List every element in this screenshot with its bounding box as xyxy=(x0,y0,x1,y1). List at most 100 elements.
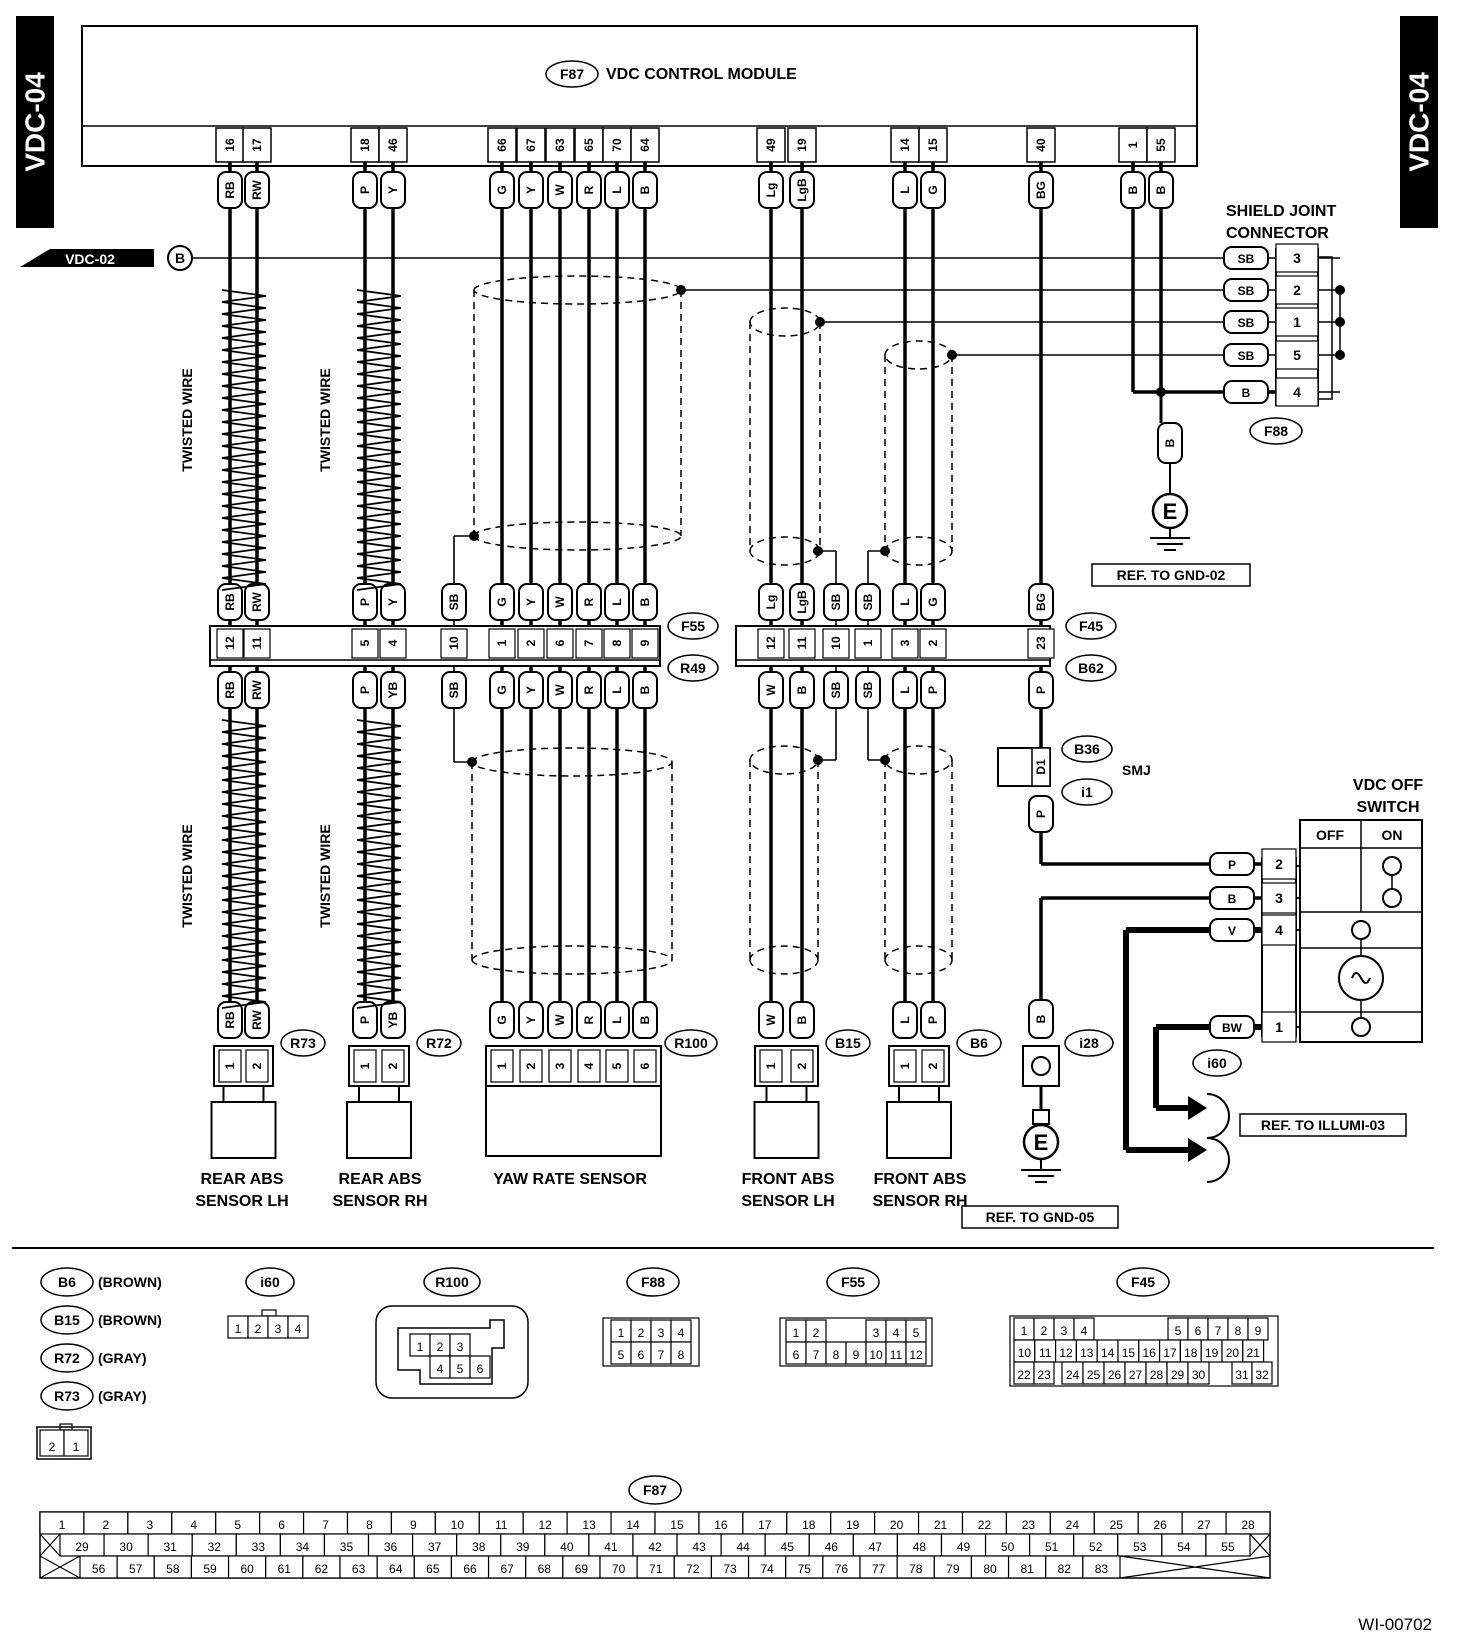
twisted-wire-label: TWISTED WIRE xyxy=(179,824,195,927)
sensor-name: SENSOR RH xyxy=(332,1193,427,1210)
sensor-pin-cell xyxy=(790,1049,814,1083)
face-pin: 82 xyxy=(1058,1562,1072,1576)
face-pin: 9 xyxy=(1255,1324,1262,1338)
face-pin: 5 xyxy=(457,1362,464,1376)
face-pin: 76 xyxy=(835,1562,849,1576)
face-frame xyxy=(779,1317,933,1367)
sensor-body xyxy=(346,1101,412,1159)
face-pin: 21 xyxy=(1247,1346,1261,1360)
wire-color-label: RW xyxy=(250,679,264,699)
face-pin: 46 xyxy=(825,1540,839,1554)
face-pin: 6 xyxy=(793,1348,800,1362)
module-pin-cell xyxy=(1026,127,1056,163)
sensor-pin-cell xyxy=(245,1049,269,1083)
wire-color-tag xyxy=(758,583,784,621)
wire-color-label: P xyxy=(358,1016,372,1024)
face-pin: 3 xyxy=(146,1518,153,1532)
face-pin: 66 xyxy=(463,1562,477,1576)
svg-text:SMJ: SMJ xyxy=(1122,762,1151,778)
wire-color-tag xyxy=(380,583,406,621)
shield-bottom xyxy=(473,521,682,537)
face-frame xyxy=(602,1317,700,1367)
face-pin: 33 xyxy=(252,1540,266,1554)
wire-color-tag xyxy=(892,583,918,621)
face-cell xyxy=(1033,1361,1055,1385)
shield-bottom xyxy=(884,959,953,975)
face-pin: 14 xyxy=(626,1518,640,1532)
face-pin: 3 xyxy=(275,1322,282,1336)
face-pin: 44 xyxy=(736,1540,750,1554)
module-pin-number: 1 xyxy=(1126,141,1140,148)
face-pin: 79 xyxy=(946,1562,960,1576)
wire-color-tag xyxy=(1028,171,1054,209)
face-pin: 38 xyxy=(472,1540,486,1554)
face-pin: 4 xyxy=(437,1362,444,1376)
wire-color-tag xyxy=(1028,671,1054,709)
wire-color-tag xyxy=(244,583,270,621)
connector-id: F87 xyxy=(643,1482,667,1498)
blank-cell xyxy=(39,1533,61,1557)
face-pin: 18 xyxy=(802,1518,816,1532)
sensor-name: FRONT ABS xyxy=(742,1171,835,1188)
wire-color-label: Y xyxy=(524,1016,538,1024)
connector-id-tag xyxy=(1116,1267,1170,1297)
wire-color-tag xyxy=(1028,583,1054,621)
junction-id-r49: R49 xyxy=(680,660,706,676)
wire-color-tag xyxy=(920,1001,946,1039)
blank-cell xyxy=(1249,1533,1271,1557)
wire-color-label: RB xyxy=(223,181,237,199)
face-pin: 50 xyxy=(1001,1540,1015,1554)
wire-color-label: B xyxy=(1242,386,1251,400)
junction-pin-cell xyxy=(243,628,271,659)
face-pin: 9 xyxy=(410,1518,417,1532)
face-pin: 59 xyxy=(203,1562,217,1576)
face-pin: 2 xyxy=(638,1326,645,1340)
junction-pin-number: 8 xyxy=(610,639,624,646)
sensor-name: FRONT ABS xyxy=(874,1171,967,1188)
wire-color-tag xyxy=(489,171,515,209)
wire-color-tag xyxy=(1148,171,1174,209)
wire-color-tag xyxy=(352,583,378,621)
wire-color-label: Y xyxy=(386,186,400,194)
wire-color-label: BG xyxy=(1034,181,1048,199)
face-pin: 56 xyxy=(92,1562,106,1576)
face-pin: 4 xyxy=(295,1322,302,1336)
face-cell xyxy=(670,1341,692,1365)
twist-pattern xyxy=(356,289,402,591)
wire-color-label: L xyxy=(898,1016,912,1023)
sensor-body xyxy=(485,1085,662,1157)
wire-color-label: W xyxy=(553,596,567,608)
face-pin: 6 xyxy=(638,1348,645,1362)
face-pin: 24 xyxy=(1066,1368,1080,1382)
shield-joint-pin-cell xyxy=(1275,275,1319,305)
sensor-id-tag xyxy=(416,1029,462,1057)
face-pin: 64 xyxy=(389,1562,403,1576)
wire-color-tag xyxy=(604,583,630,621)
wire-color-label: L xyxy=(610,686,624,693)
face-pin: 6 xyxy=(1195,1324,1202,1338)
shield-joint-pin: 3 xyxy=(1293,250,1301,266)
shield-bottom xyxy=(749,959,819,975)
wire-color-tag xyxy=(380,171,406,209)
splice-dot xyxy=(813,546,823,556)
wire-color-tag xyxy=(1223,246,1269,270)
connector-id: R100 xyxy=(435,1274,469,1290)
connector-id-tag xyxy=(40,1381,94,1411)
face-pin: 24 xyxy=(1066,1518,1080,1532)
face-pin: 30 xyxy=(119,1540,133,1554)
face-pin: 8 xyxy=(833,1348,840,1362)
face-pin: 65 xyxy=(426,1562,440,1576)
sensor-connector xyxy=(485,1045,662,1087)
wire-color-label: Y xyxy=(524,686,538,694)
junction-pin-cell xyxy=(351,628,379,659)
wire-color-label: SB xyxy=(447,593,461,610)
face-pin: 69 xyxy=(575,1562,589,1576)
face-pin: 67 xyxy=(500,1562,514,1576)
junction-pin-cell xyxy=(488,628,516,659)
svg-text:B: B xyxy=(1034,1014,1048,1023)
wire-color-label: LgB xyxy=(795,590,809,614)
face-pin: 13 xyxy=(1080,1346,1094,1360)
wire-color-label: R xyxy=(582,685,596,694)
